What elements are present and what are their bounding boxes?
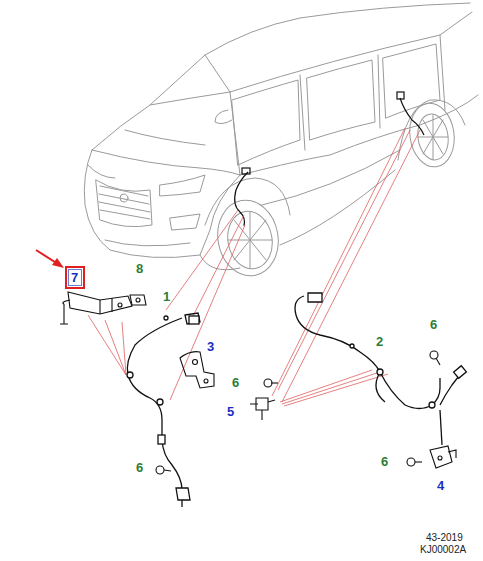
callout-number: 6 xyxy=(430,318,437,331)
callout-number: 6 xyxy=(232,376,239,389)
harness-bracket xyxy=(180,352,214,388)
sensor-bracket xyxy=(430,446,456,468)
callout-number: 6 xyxy=(136,461,143,474)
callout-number: 6 xyxy=(381,455,388,468)
callout-number: 5 xyxy=(227,405,234,418)
callout-number: 1 xyxy=(163,290,170,303)
harness-2 xyxy=(295,293,466,445)
bolt xyxy=(156,351,440,474)
callout-number: 2 xyxy=(376,335,383,348)
figure-date: 43-2019 xyxy=(426,533,463,543)
callout-number: 7 xyxy=(68,269,82,286)
clip xyxy=(130,295,146,305)
figure-code: KJ00002A xyxy=(420,545,466,555)
callout-number: 3 xyxy=(207,340,214,353)
speed-sensor xyxy=(250,398,275,420)
highlighted-callout: 7 xyxy=(65,266,85,289)
pointer-arrow xyxy=(36,250,64,268)
vehicle-outline xyxy=(84,3,478,281)
leader-lines xyxy=(88,128,420,406)
callout-number: 8 xyxy=(136,262,143,275)
callout-number: 4 xyxy=(437,479,444,492)
harness-1 xyxy=(127,313,200,507)
sensor-bracket xyxy=(60,292,132,324)
